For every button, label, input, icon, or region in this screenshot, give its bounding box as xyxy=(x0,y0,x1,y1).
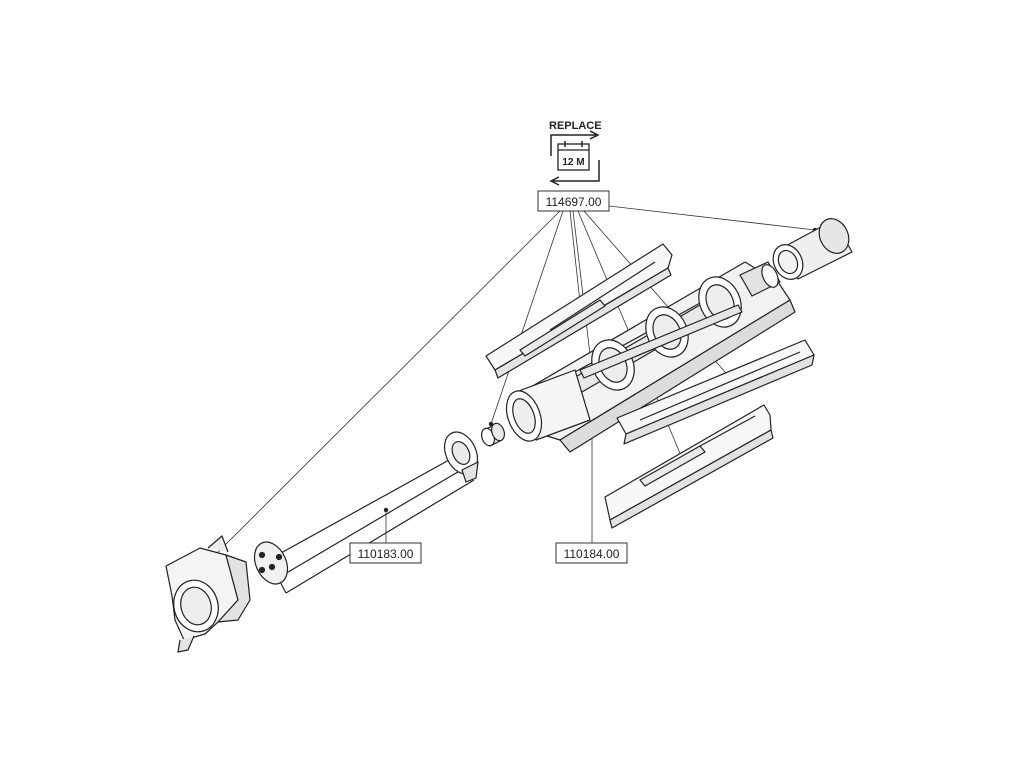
lower-guide-strip xyxy=(604,404,774,529)
arrow-left-icon xyxy=(549,160,600,186)
arrow-right-icon xyxy=(550,130,600,156)
tie-bar xyxy=(579,304,743,379)
cage-shaft-part xyxy=(253,431,479,594)
part-label-110183[interactable]: 110183.00 xyxy=(349,542,422,564)
upper-guide-strip xyxy=(485,243,673,379)
replace-interval: 12 M xyxy=(562,157,584,168)
replace-label: REPLACE xyxy=(549,120,602,132)
part-number-text: 110184.00 xyxy=(564,547,620,561)
part-label-114697[interactable]: 114697.00 xyxy=(537,190,610,212)
impeller-housing-part xyxy=(165,535,251,653)
small-collar-part xyxy=(480,422,506,447)
part-number-text: 114697.00 xyxy=(546,195,602,209)
middle-guide-strip xyxy=(616,339,815,445)
part-number-text: 110183.00 xyxy=(358,547,414,561)
leader-lines xyxy=(206,205,816,564)
bushing-part xyxy=(772,218,853,280)
part-label-110184[interactable]: 110184.00 xyxy=(555,542,628,564)
calendar-icon xyxy=(557,141,590,171)
replace-badge: REPLACE 12 M xyxy=(549,120,602,186)
